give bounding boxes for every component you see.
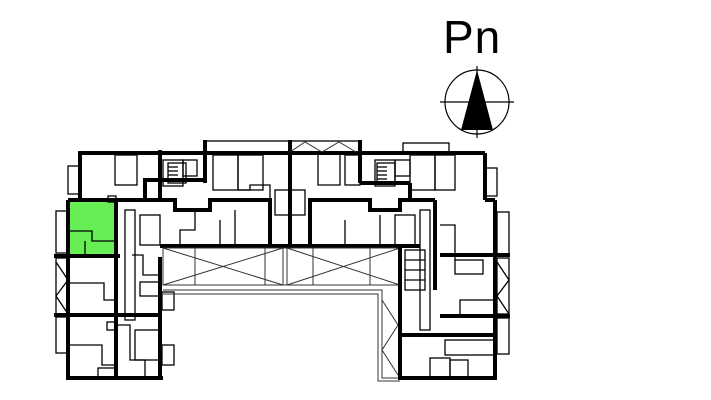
stairs bbox=[167, 162, 396, 184]
east-wing-partitions bbox=[404, 167, 510, 379]
west-wing-partitions bbox=[68, 209, 175, 379]
unit-north-2[interactable] bbox=[160, 154, 290, 199]
courtyard-gallery bbox=[162, 247, 401, 382]
unit-west-middle[interactable] bbox=[68, 257, 116, 315]
unit-east-lower[interactable] bbox=[400, 317, 495, 378]
north-block-partitions bbox=[114, 140, 456, 246]
unit-north-4[interactable] bbox=[290, 154, 360, 199]
unit-east-middle[interactable] bbox=[440, 256, 495, 316]
unit-east-upper[interactable] bbox=[440, 200, 495, 255]
unit-north-1[interactable] bbox=[80, 154, 160, 199]
north-label: Pn bbox=[443, 11, 502, 63]
unit-north-5[interactable] bbox=[310, 200, 400, 246]
unit-west-upper[interactable] bbox=[67, 200, 116, 256]
unit-north-3[interactable] bbox=[175, 200, 270, 246]
north-balcony-trusses bbox=[289, 141, 357, 153]
unit-west-lower[interactable] bbox=[68, 316, 160, 378]
north-arrow-icon bbox=[440, 66, 514, 138]
